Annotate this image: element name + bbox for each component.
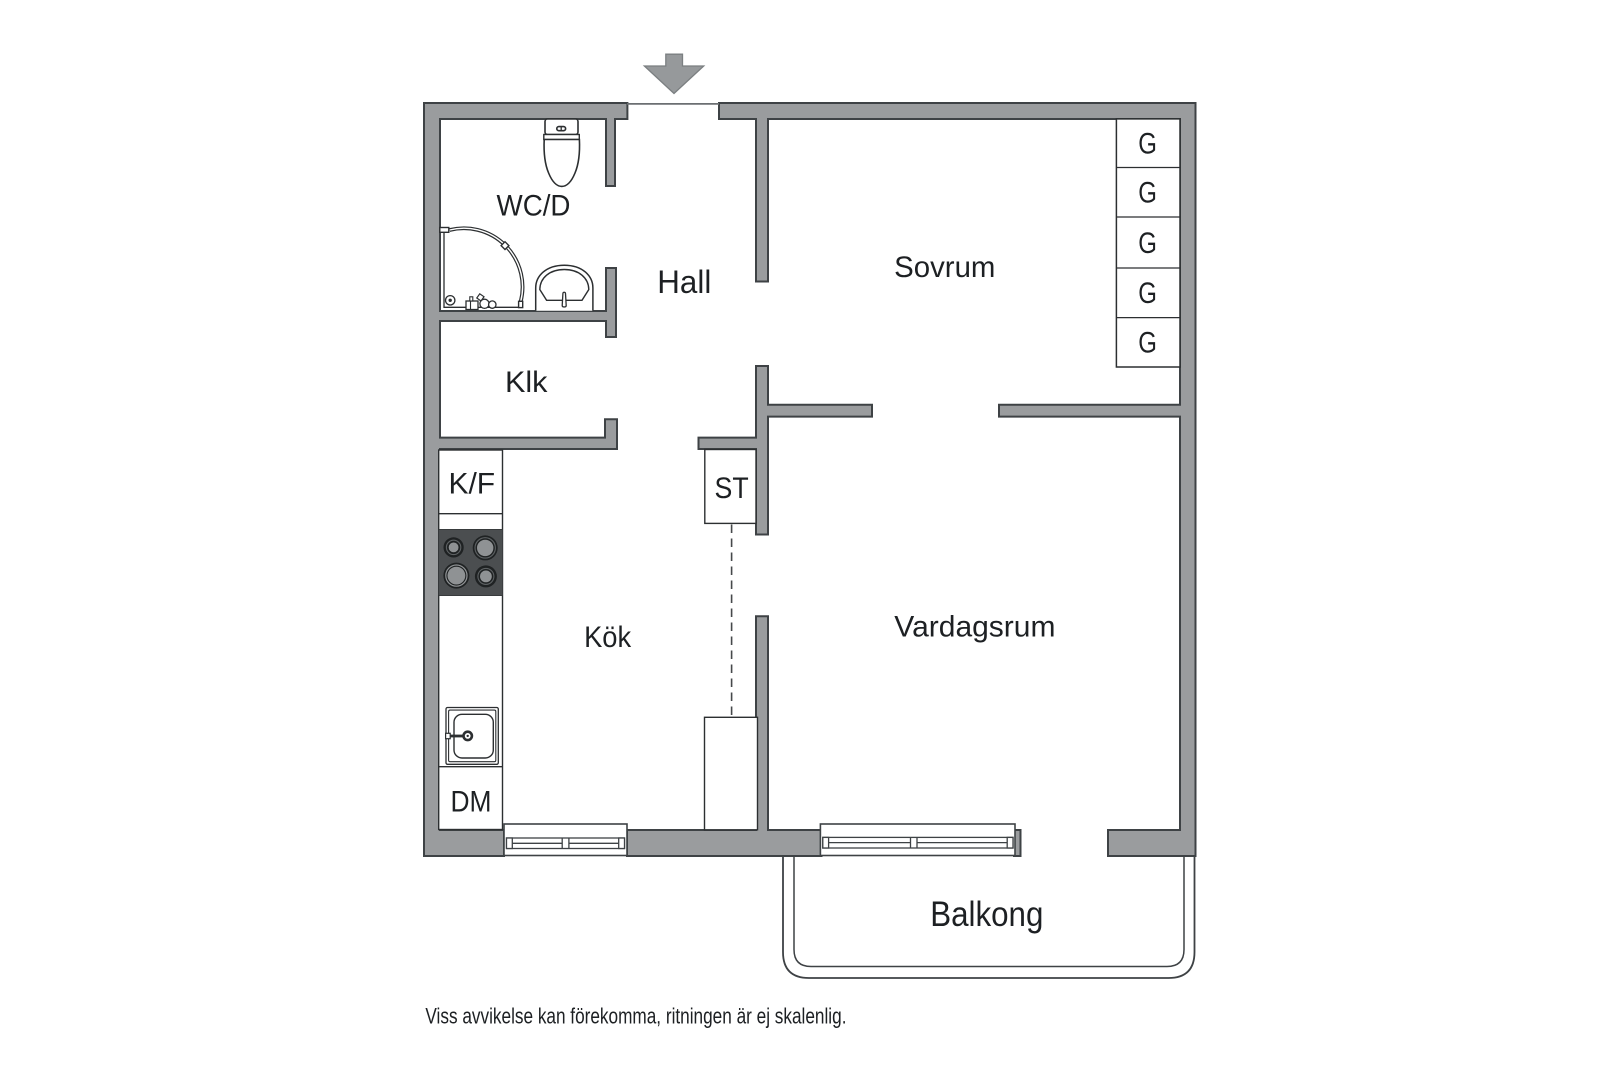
svg-text:G: G	[1138, 325, 1157, 359]
svg-text:Vardagsrum: Vardagsrum	[894, 611, 1055, 644]
svg-text:Sovrum: Sovrum	[894, 251, 995, 284]
svg-text:Kök: Kök	[584, 621, 632, 654]
svg-text:G: G	[1138, 175, 1157, 209]
svg-text:Klk: Klk	[505, 366, 548, 399]
svg-text:G: G	[1138, 126, 1157, 160]
svg-text:WC/D: WC/D	[497, 189, 571, 222]
svg-text:ST: ST	[715, 471, 749, 505]
svg-text:Balkong: Balkong	[930, 895, 1043, 934]
svg-text:G: G	[1138, 225, 1157, 259]
svg-text:K/F: K/F	[448, 467, 495, 500]
svg-text:Viss avvikelse kan förekomma,: Viss avvikelse kan förekomma, ritningen …	[425, 1005, 846, 1030]
svg-text:Hall: Hall	[657, 264, 711, 300]
svg-text:DM: DM	[450, 784, 491, 818]
svg-text:G: G	[1138, 275, 1157, 309]
